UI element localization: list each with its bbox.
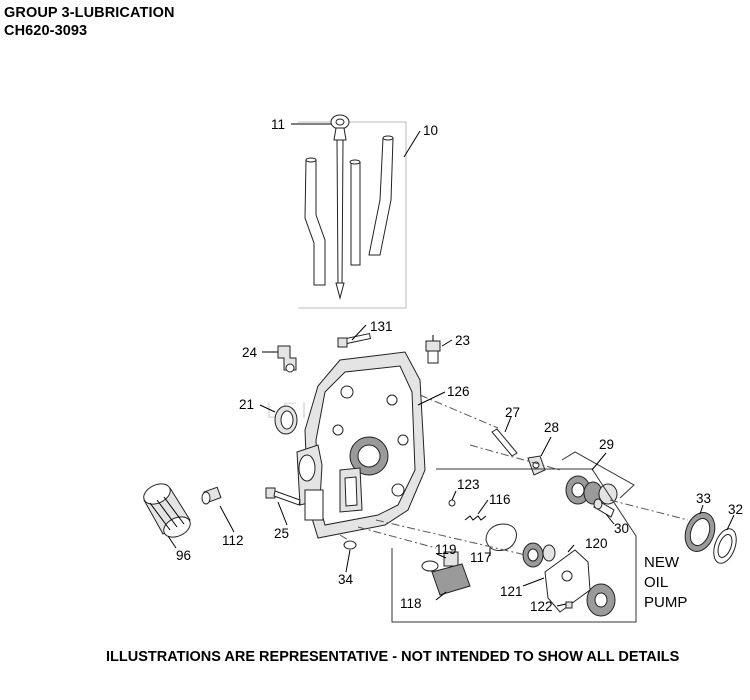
part-28-retainer [527, 455, 546, 476]
callout-33: 33 [696, 491, 711, 506]
callout-32: 32 [728, 502, 743, 517]
note-line-3: PUMP [644, 594, 688, 611]
callout-123: 123 [457, 477, 480, 492]
callout-121: 121 [500, 584, 523, 599]
callout-34: 34 [338, 572, 354, 587]
callout-21: 21 [239, 397, 254, 412]
callout-27: 27 [505, 405, 520, 420]
note-line-1: NEW [644, 554, 679, 571]
callout-126: 126 [447, 384, 470, 399]
part-33-bearing [684, 512, 716, 552]
callout-131: 131 [370, 319, 393, 334]
part-34-o-ring [343, 540, 357, 550]
part-21-oil-seal [274, 405, 298, 435]
callout-122: 122 [530, 599, 553, 614]
callout-120: 120 [585, 536, 608, 551]
callout-96: 96 [176, 548, 191, 563]
callout-117: 117 [470, 550, 492, 565]
callout-labels: 11 10 131 23 24 21 126 27 28 29 123 116 … [176, 117, 743, 614]
callout-23: 23 [455, 333, 470, 348]
note-line-2: OIL [644, 574, 669, 591]
callout-116: 116 [489, 492, 511, 507]
part-23-oil-sensor [425, 335, 441, 364]
callout-25: 25 [274, 526, 289, 541]
group-title: GROUP 3-LUBRICATION [4, 5, 175, 21]
part-27-pin [491, 428, 518, 457]
part-32-washer [713, 528, 737, 564]
oil-pump-subassembly [391, 468, 637, 623]
callout-29: 29 [599, 437, 614, 452]
callout-112: 112 [222, 533, 244, 548]
callout-118: 118 [400, 596, 422, 611]
callout-30: 30 [614, 521, 629, 536]
callout-11: 11 [271, 117, 285, 132]
closure-plate-crankcase-cover [296, 351, 426, 539]
part-30-shaft [593, 498, 615, 518]
part-112-adapter [201, 486, 222, 505]
callout-119: 119 [435, 542, 457, 557]
part-96-oil-filter [143, 483, 191, 538]
callout-24: 24 [242, 345, 258, 360]
callout-10: 10 [423, 123, 438, 138]
callout-28: 28 [544, 420, 559, 435]
part-24-elbow-fitting [277, 345, 297, 373]
part-25-bolt [265, 487, 301, 506]
model-number: CH620-3093 [4, 23, 88, 39]
part-131-bolt [337, 333, 372, 348]
disclaimer-footer: ILLUSTRATIONS ARE REPRESENTATIVE - NOT I… [106, 649, 680, 665]
part-29-gear-set [561, 451, 635, 505]
dipstick-tube-group [298, 114, 407, 309]
